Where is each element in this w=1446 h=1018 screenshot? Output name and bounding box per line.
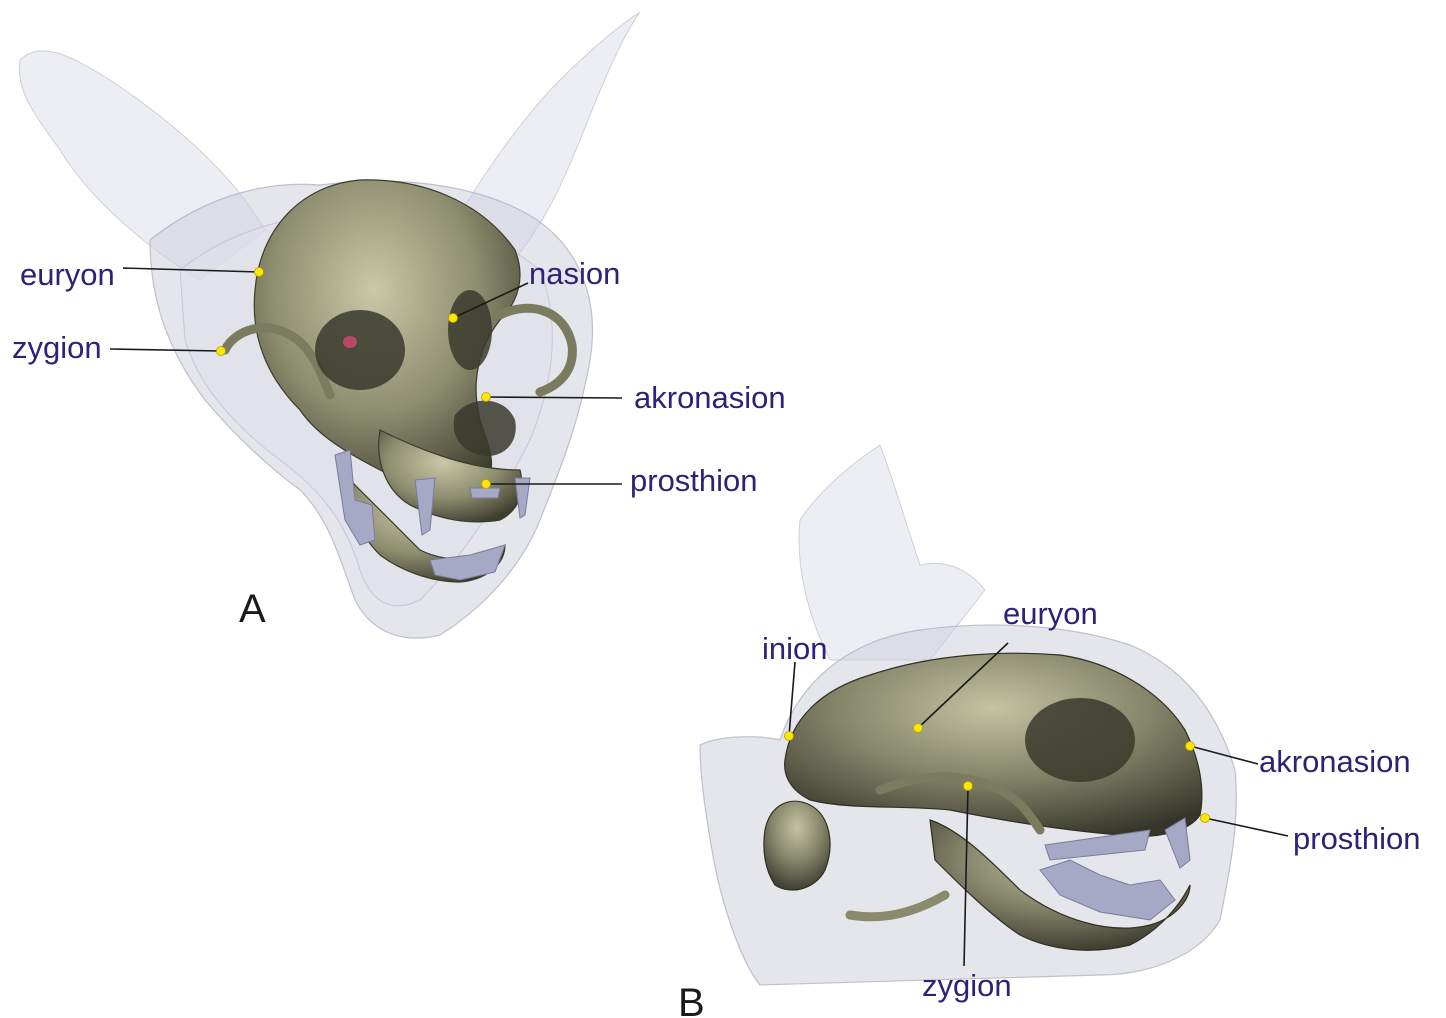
panel-a-akronasion-dot <box>482 393 491 402</box>
panel-b-zygion-label: zygion <box>922 968 1012 1003</box>
panel-b-prosthion-label: prosthion <box>1293 821 1421 856</box>
panel-a-nasion-dot <box>449 314 458 323</box>
panel-a-euryon-dot <box>255 268 264 277</box>
panel-b-akronasion-label: akronasion <box>1259 744 1411 779</box>
panel-a-akronasion-label: akronasion <box>634 380 786 415</box>
panel-a-prosthion-dot <box>482 480 491 489</box>
panel-b-zygion-dot <box>964 782 973 791</box>
panel-b-inion-label: inion <box>762 631 828 666</box>
panel-b-label: B <box>678 981 705 1018</box>
panel-b-euryon-label: euryon <box>1003 596 1098 631</box>
panel-b-inion-dot <box>785 732 794 741</box>
panel-a: euryon nasion zygion akronasion prosthio… <box>12 12 786 638</box>
panel-a-euryon-label: euryon <box>20 257 115 292</box>
panel-a-prosthion-label: prosthion <box>630 463 758 498</box>
panel-b: euryon inion akronasion prosthion zygion… <box>678 445 1421 1018</box>
panel-a-zygion-label: zygion <box>12 330 102 365</box>
panel-b-euryon-dot <box>914 724 923 733</box>
panel-b-prosthion-dot <box>1201 814 1210 823</box>
panel-a-akronasion-leader <box>486 397 622 398</box>
panel-b-akronasion-dot <box>1186 742 1195 751</box>
panel-a-nasion-label: nasion <box>529 256 620 291</box>
panel-a-zygion-dot <box>217 347 226 356</box>
panel-a-label: A <box>239 587 266 631</box>
